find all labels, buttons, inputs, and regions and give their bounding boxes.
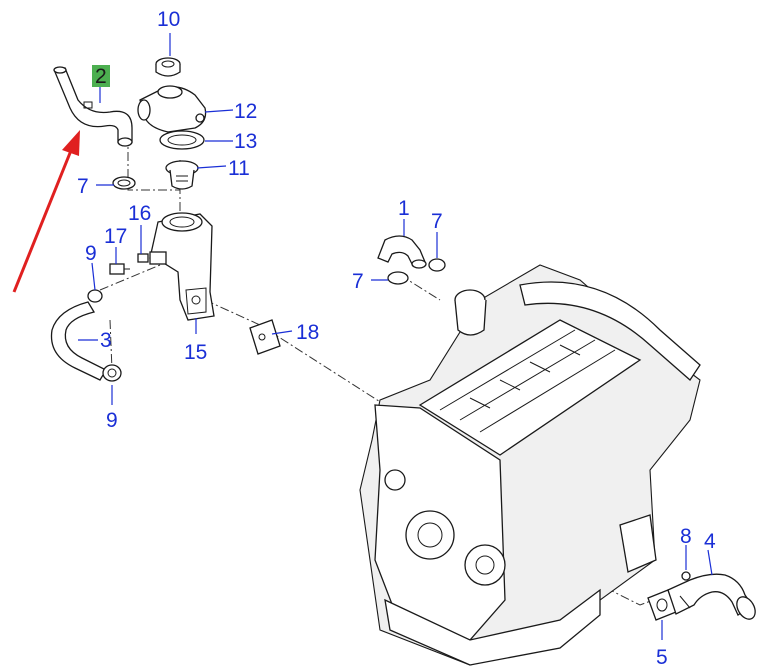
label-part-9-lower[interactable]: 9: [106, 409, 118, 432]
label-part-2[interactable]: 2: [95, 65, 107, 88]
label-part-1[interactable]: 1: [398, 197, 410, 220]
part-9-clamp-lower[interactable]: [102, 364, 122, 382]
part-4-water-pipe[interactable]: [667, 573, 759, 622]
label-part-9-upper[interactable]: 9: [85, 242, 97, 265]
part-7-clamp-right-upper[interactable]: [428, 258, 446, 272]
engine-assembly: [359, 264, 701, 666]
part-2-upper-hose[interactable]: [53, 66, 133, 147]
leader-lines: [78, 33, 713, 640]
label-part-15[interactable]: 15: [184, 341, 207, 364]
label-part-12[interactable]: 12: [234, 100, 257, 123]
label-part-7-right-upper[interactable]: 7: [431, 210, 443, 233]
label-part-13[interactable]: 13: [234, 130, 257, 153]
label-part-7-left[interactable]: 7: [77, 175, 89, 198]
label-part-7-right-lower[interactable]: 7: [352, 270, 364, 293]
label-part-8[interactable]: 8: [680, 525, 692, 548]
part-11-thermostat[interactable]: [165, 160, 199, 190]
part-labels: 10 2 12 13 11 7 16 17 9 3 9 15 18 1 7 7 …: [77, 8, 716, 669]
part-7-clamp-left[interactable]: [112, 176, 136, 190]
part-3-lower-hose[interactable]: [50, 301, 107, 381]
part-7-clamp-right-lower[interactable]: [387, 271, 409, 285]
part-1-bypass-hose[interactable]: [377, 235, 427, 269]
label-part-4[interactable]: 4: [704, 530, 716, 553]
part-12-thermostat-housing[interactable]: [137, 85, 207, 133]
label-part-3[interactable]: 3: [100, 329, 112, 352]
part-18-gasket-plate[interactable]: [249, 319, 281, 355]
part-15-water-outlet[interactable]: [149, 212, 215, 321]
part-16-plug[interactable]: [137, 253, 149, 263]
label-part-11[interactable]: 11: [228, 157, 250, 180]
label-part-18[interactable]: 18: [296, 321, 319, 344]
label-part-17[interactable]: 17: [104, 225, 127, 248]
part-13-gasket[interactable]: [159, 130, 205, 150]
part-10-filler-cap[interactable]: [155, 57, 181, 77]
label-part-10[interactable]: 10: [157, 8, 180, 31]
label-part-5[interactable]: 5: [656, 646, 668, 669]
part-8-nut[interactable]: [681, 571, 691, 581]
label-part-16[interactable]: 16: [128, 202, 151, 225]
red-pointer-arrow: [12, 130, 80, 293]
part-9-clamp-upper[interactable]: [87, 289, 103, 303]
part-2-highlight-box: [92, 65, 110, 87]
part-17-sensor[interactable]: [109, 263, 130, 275]
